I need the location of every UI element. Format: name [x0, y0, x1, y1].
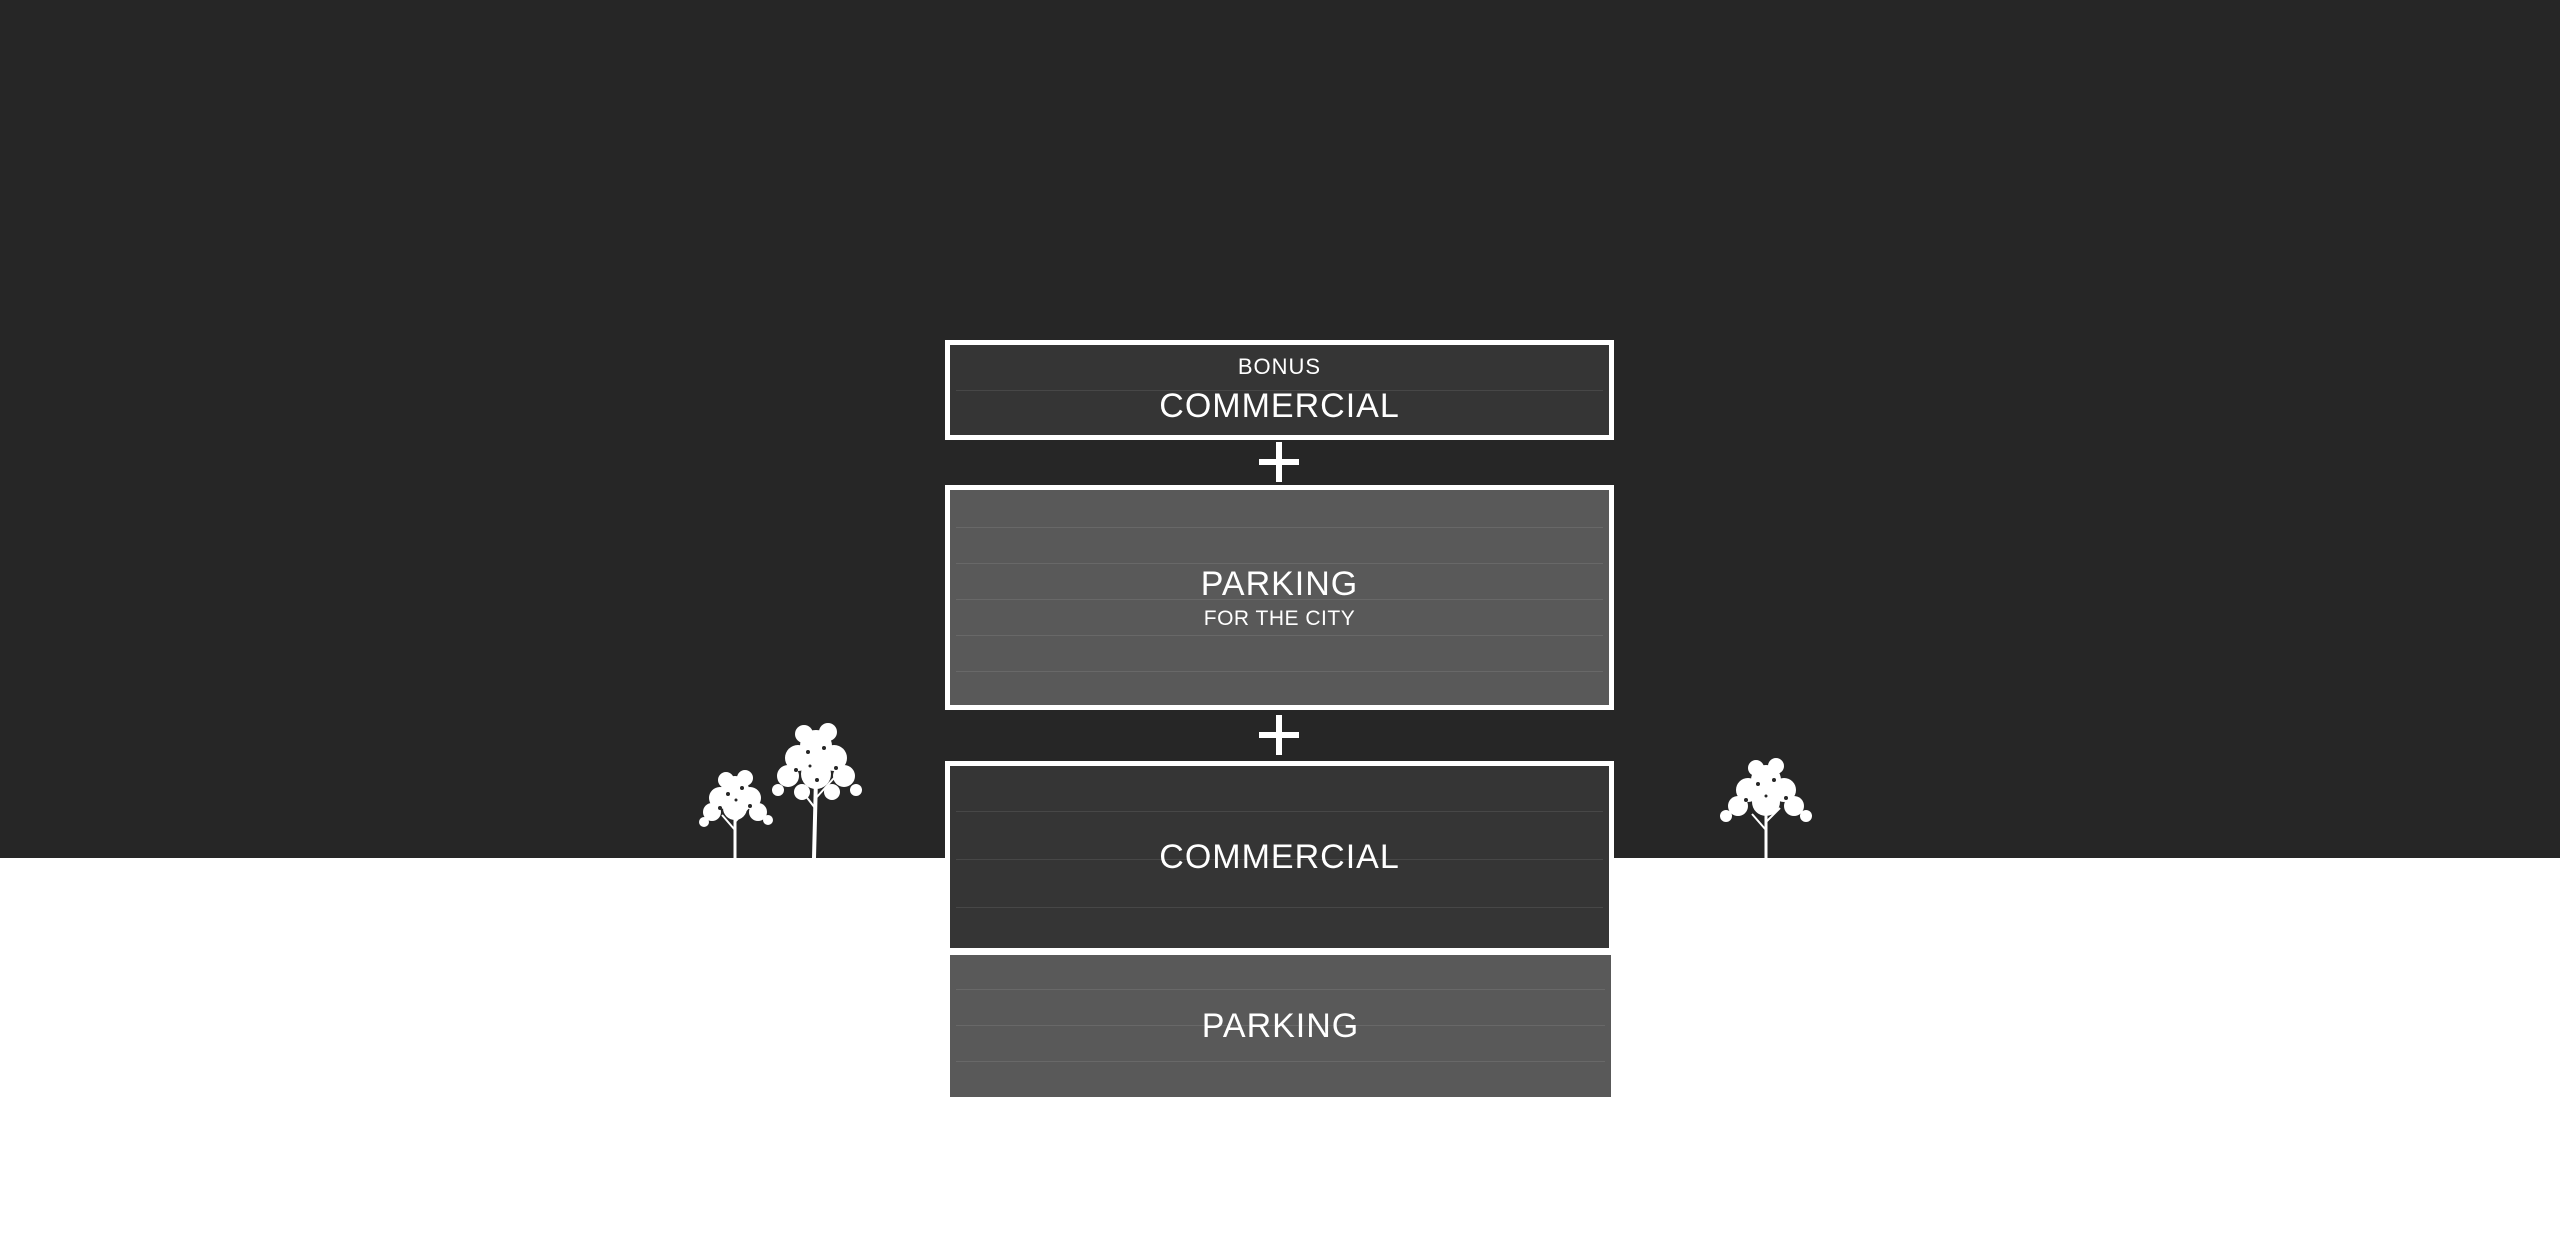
commercial-label: COMMERCIAL — [1159, 838, 1400, 876]
bonus-commercial-block: BONUS COMMERCIAL — [945, 340, 1614, 440]
bonus-label: BONUS — [1237, 354, 1322, 379]
city-parking-label: PARKING — [1200, 564, 1359, 603]
city-parking-subtitle: FOR THE CITY — [1203, 606, 1356, 630]
plus-icon — [1259, 442, 1299, 482]
parking-label: PARKING — [1201, 1007, 1360, 1045]
bonus-commercial-label: COMMERCIAL — [1159, 387, 1400, 425]
tree-icon — [772, 723, 862, 859]
tree-icon — [1720, 758, 1812, 858]
parking-block: PARKING — [950, 955, 1611, 1097]
commercial-block: COMMERCIAL — [945, 761, 1614, 953]
tree-icon — [699, 770, 773, 858]
city-parking-block: PARKING FOR THE CITY — [945, 485, 1614, 710]
plus-icon — [1259, 715, 1299, 755]
